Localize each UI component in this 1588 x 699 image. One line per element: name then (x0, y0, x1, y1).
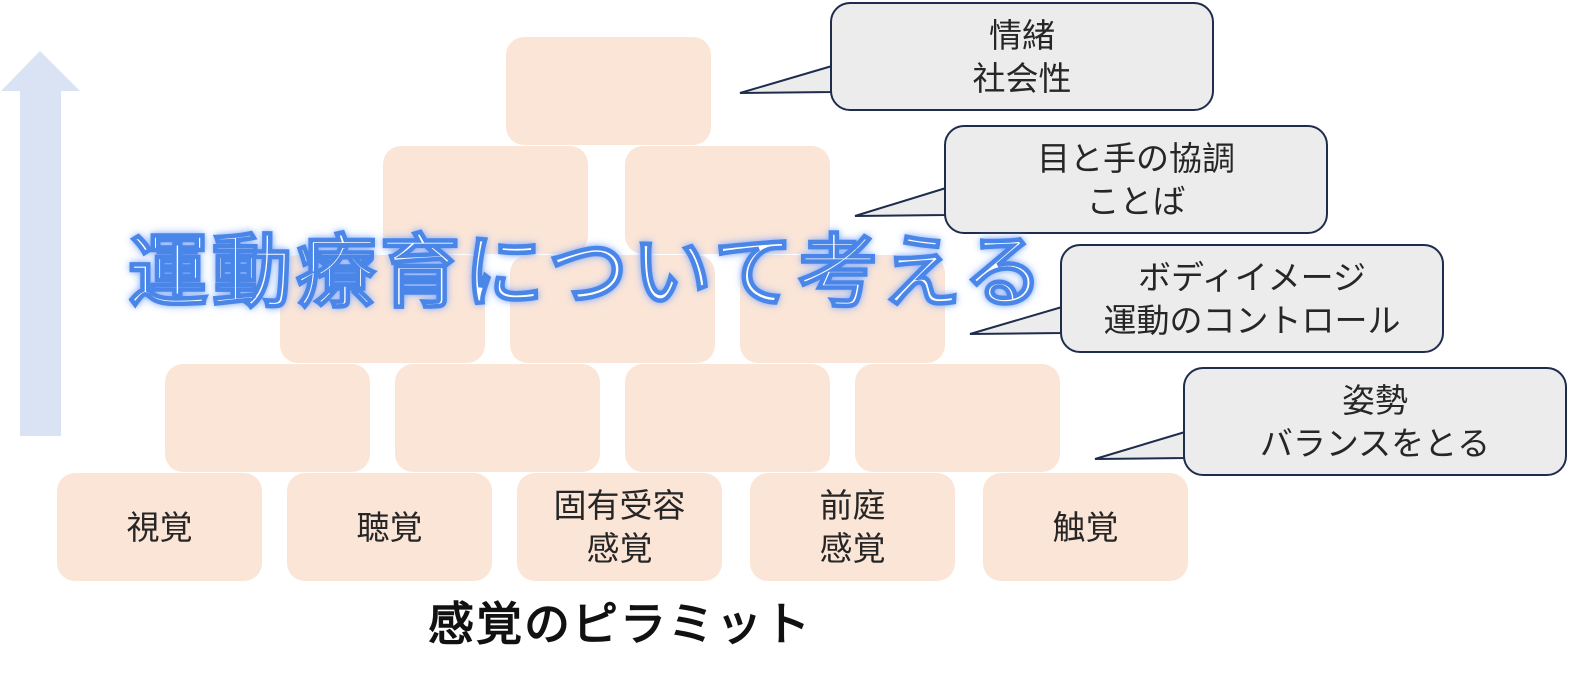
pyramid-block-row3-3 (740, 255, 945, 363)
pyramid-block-vestibular: 前庭 感覚 (750, 473, 955, 581)
block-label: 視覚 (126, 507, 193, 547)
callout-text: 姿勢 バランスをとる (1259, 380, 1491, 463)
pyramid-block-hearing: 聴覚 (287, 473, 492, 581)
pyramid-block-row3-2 (510, 255, 715, 363)
pyramid-block-row2-1 (165, 364, 370, 472)
up-arrow-icon (1, 51, 80, 436)
block-label: 聴覚 (356, 507, 423, 547)
pyramid-block-row4-1 (383, 146, 588, 254)
overlay-title: 運動療育について考える (127, 225, 1048, 320)
block-label: 触覚 (1052, 507, 1119, 547)
pyramid-caption: 感覚のピラミット (428, 597, 812, 651)
pyramid-block-row2-4 (855, 364, 1060, 472)
pyramid-block-row4-2 (625, 146, 830, 254)
callout-eye-hand-language: 目と手の協調 ことば (944, 125, 1328, 234)
callout-body-image-motor: ボディイメージ 運動のコントロール (1060, 244, 1444, 353)
pyramid-block-touch: 触覚 (983, 473, 1188, 581)
callout-text: ボディイメージ 運動のコントロール (1103, 257, 1401, 340)
block-label: 固有受容 感覚 (553, 486, 686, 568)
callout-posture-balance: 姿勢 バランスをとる (1183, 367, 1567, 476)
pyramid-block-row2-3 (625, 364, 830, 472)
pyramid-block-row3-1 (280, 255, 485, 363)
pyramid-block-vision: 視覚 (57, 473, 262, 581)
block-label: 前庭 感覚 (819, 486, 886, 568)
pyramid-block-top (506, 37, 711, 145)
callout-text: 目と手の協調 ことば (1037, 138, 1235, 221)
pyramid-block-row2-2 (395, 364, 600, 472)
callout-emotion-social: 情緒 社会性 (830, 2, 1214, 111)
pyramid-block-proprioception: 固有受容 感覚 (517, 473, 722, 581)
callout-text: 情緒 社会性 (972, 15, 1072, 98)
